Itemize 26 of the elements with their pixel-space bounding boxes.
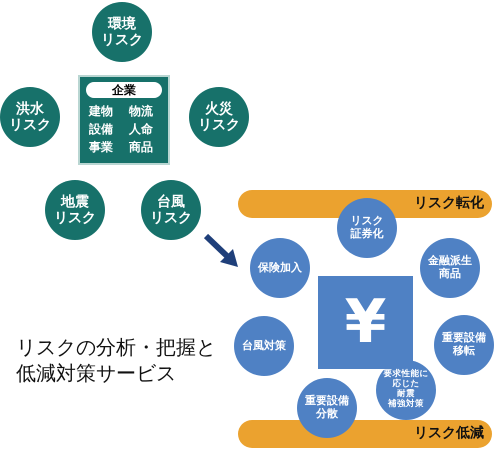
heading-band [238,420,492,448]
company-box [78,75,170,165]
circle-label: 火災リスク [198,100,240,134]
circle-label: 重要設備移転 [442,332,486,358]
circle-label: 洪水リスク [9,100,51,134]
asset-label: 人命 [129,123,153,137]
circle-label: 環境リスク [101,16,143,48]
circle-label: 金融派生商品 [428,255,472,281]
circle-label: 台風リスク [150,194,192,226]
asset-label: 設備 [89,123,113,137]
band-label: リスク低減 [414,425,484,442]
circle-label: 保険加入 [258,262,302,274]
circle-label: 地震リスク [54,194,96,226]
asset-label: 建物 [89,105,113,119]
yen-sign: ¥ [344,288,386,357]
service-caption: リスクの分析・把握と低減対策サービス [16,334,217,386]
circle-label: リスク証券化 [350,215,384,241]
circle-label: 要求性能に応じた耐震補強対策 [384,370,428,410]
heading-pill: 企業 [86,82,162,98]
band-label: リスク転化 [414,195,484,212]
money-box [318,276,413,369]
asset-label: 物流 [129,105,153,119]
circle-label: 台風対策 [242,340,286,352]
asset-label: 商品 [129,141,153,155]
asset-label: 事業 [89,141,113,155]
circle-label: 重要設備分散 [305,395,349,421]
